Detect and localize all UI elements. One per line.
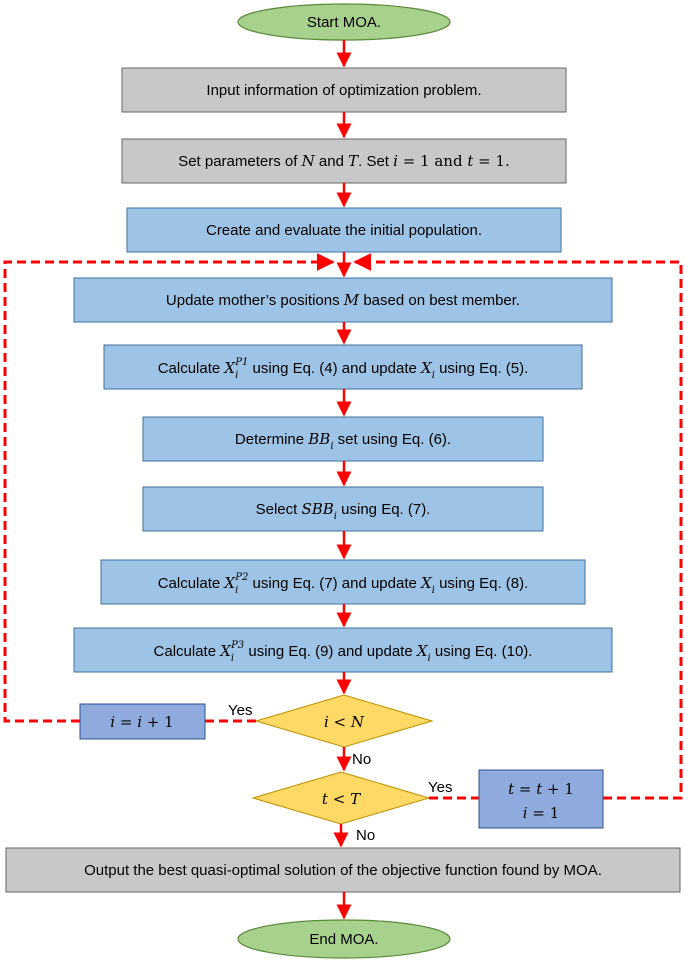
start-label: Start MOA.: [307, 14, 381, 31]
i-reset-label: i = 1: [523, 804, 559, 822]
calc-p2-label: Calculate XiP2 using Eq. (7) and update …: [158, 572, 529, 596]
loop-outer: [353, 253, 683, 800]
calc-p1-label: Calculate XiP1 using Eq. (4) and update …: [158, 357, 529, 381]
no-label-2: No: [356, 827, 375, 844]
end-terminal: [237, 919, 451, 959]
t-increment-box: [478, 769, 604, 829]
create-box: [126, 207, 562, 253]
decision-i-lt-n-label: i < N: [324, 713, 365, 731]
i-increment-box: [79, 703, 206, 740]
yes-label-1: Yes: [228, 702, 252, 719]
set-params-label: Set parameters of N and T. Set i = 1 and…: [178, 152, 510, 170]
input-label: Input information of optimization proble…: [206, 82, 481, 99]
calc-p2-box: [100, 559, 586, 605]
determine-label: Determine BBi set using Eq. (6).: [235, 430, 451, 452]
calc-p3-box: [73, 627, 613, 673]
output-box: [5, 847, 681, 893]
update-mother-box: [73, 277, 613, 323]
output-label: Output the best quasi-optimal solution o…: [84, 862, 602, 879]
select-label: Select SBBi using Eq. (7).: [256, 500, 431, 522]
select-box: [142, 486, 544, 532]
i-increment-label: i = i + 1: [110, 713, 173, 731]
no-label-1: No: [352, 751, 371, 768]
calc-p1-box: [103, 344, 583, 390]
input-box: [121, 67, 567, 113]
update-mother-label: Update mother’s positions M based on bes…: [166, 291, 520, 309]
end-label: End MOA.: [309, 931, 378, 948]
calc-p3-label: Calculate XiP3 using Eq. (9) and update …: [154, 640, 533, 664]
create-label: Create and evaluate the initial populati…: [206, 222, 482, 239]
yes-label-2: Yes: [428, 779, 452, 796]
determine-box: [142, 416, 544, 462]
t-increment-label: t = t + 1: [508, 780, 574, 798]
decision-t-lt-t-label: t < T: [322, 790, 361, 808]
